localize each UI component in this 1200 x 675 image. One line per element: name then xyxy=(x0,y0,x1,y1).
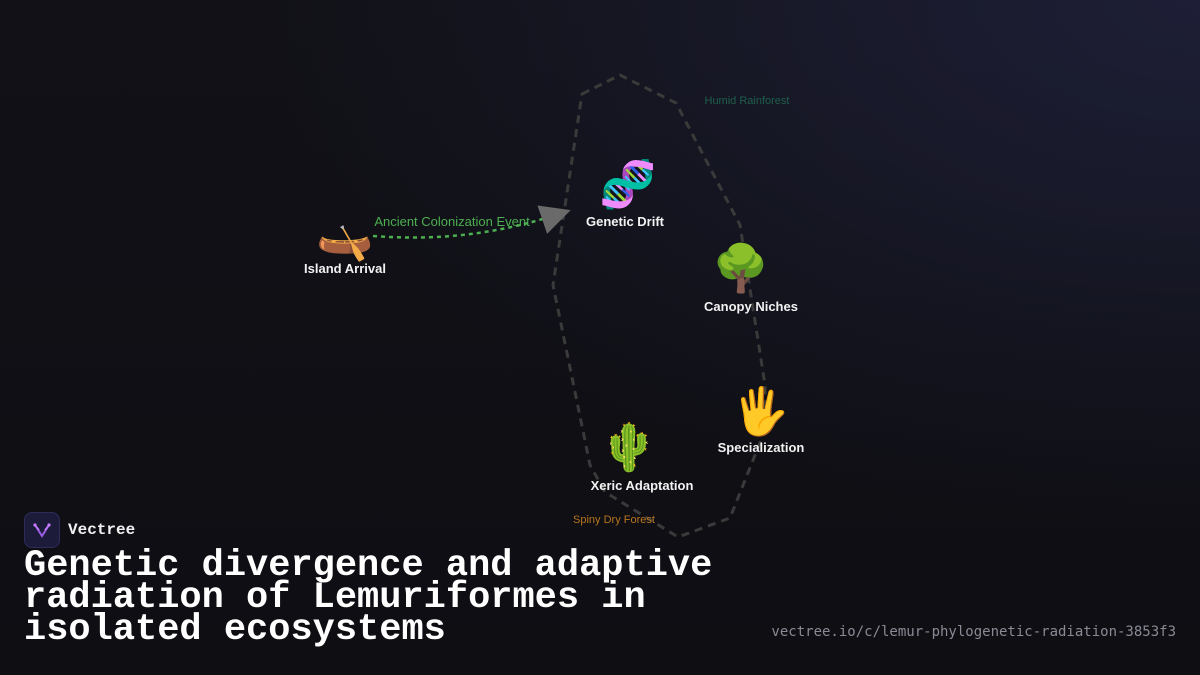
page-title: Genetic divergence and adaptive radiatio… xyxy=(24,545,713,651)
canoe-icon: 🛶 xyxy=(316,209,373,263)
node-specialization: 🖐 Specialization xyxy=(718,383,805,455)
node-canopy-niches: 🌳 Canopy Niches xyxy=(704,240,798,314)
node-label-canopy-niches: Canopy Niches xyxy=(704,299,798,314)
source-url[interactable]: vectree.io/c/lemur-phylogenetic-radiatio… xyxy=(771,624,1176,640)
brand: Vectree xyxy=(24,512,135,548)
ecosystem-boundary xyxy=(551,73,767,539)
edge-colonization xyxy=(372,205,571,239)
node-label-xeric-adaptation: Xeric Adaptation xyxy=(591,478,694,493)
tree-icon: 🌳 xyxy=(712,240,769,295)
edge-label-colonization: Ancient Colonization Event xyxy=(374,214,530,229)
node-label-genetic-drift: Genetic Drift xyxy=(586,214,665,229)
region-label-rainforest: Humid Rainforest xyxy=(705,95,790,107)
brand-name: Vectree xyxy=(68,521,136,539)
region-label-dryforest: Spiny Dry Forest xyxy=(573,514,655,526)
node-xeric-adaptation: 🌵 Xeric Adaptation xyxy=(591,420,694,493)
dna-icon: 🧬 xyxy=(599,156,656,212)
node-label-island-arrival: Island Arrival xyxy=(304,261,386,276)
node-island-arrival: 🛶 Island Arrival xyxy=(304,209,386,276)
node-genetic-drift: 🧬 Genetic Drift xyxy=(586,156,665,229)
cactus-icon: 🌵 xyxy=(600,420,657,474)
node-label-specialization: Specialization xyxy=(718,440,805,455)
hand-icon: 🖐 xyxy=(732,383,789,440)
vectree-logo-icon xyxy=(24,512,60,548)
